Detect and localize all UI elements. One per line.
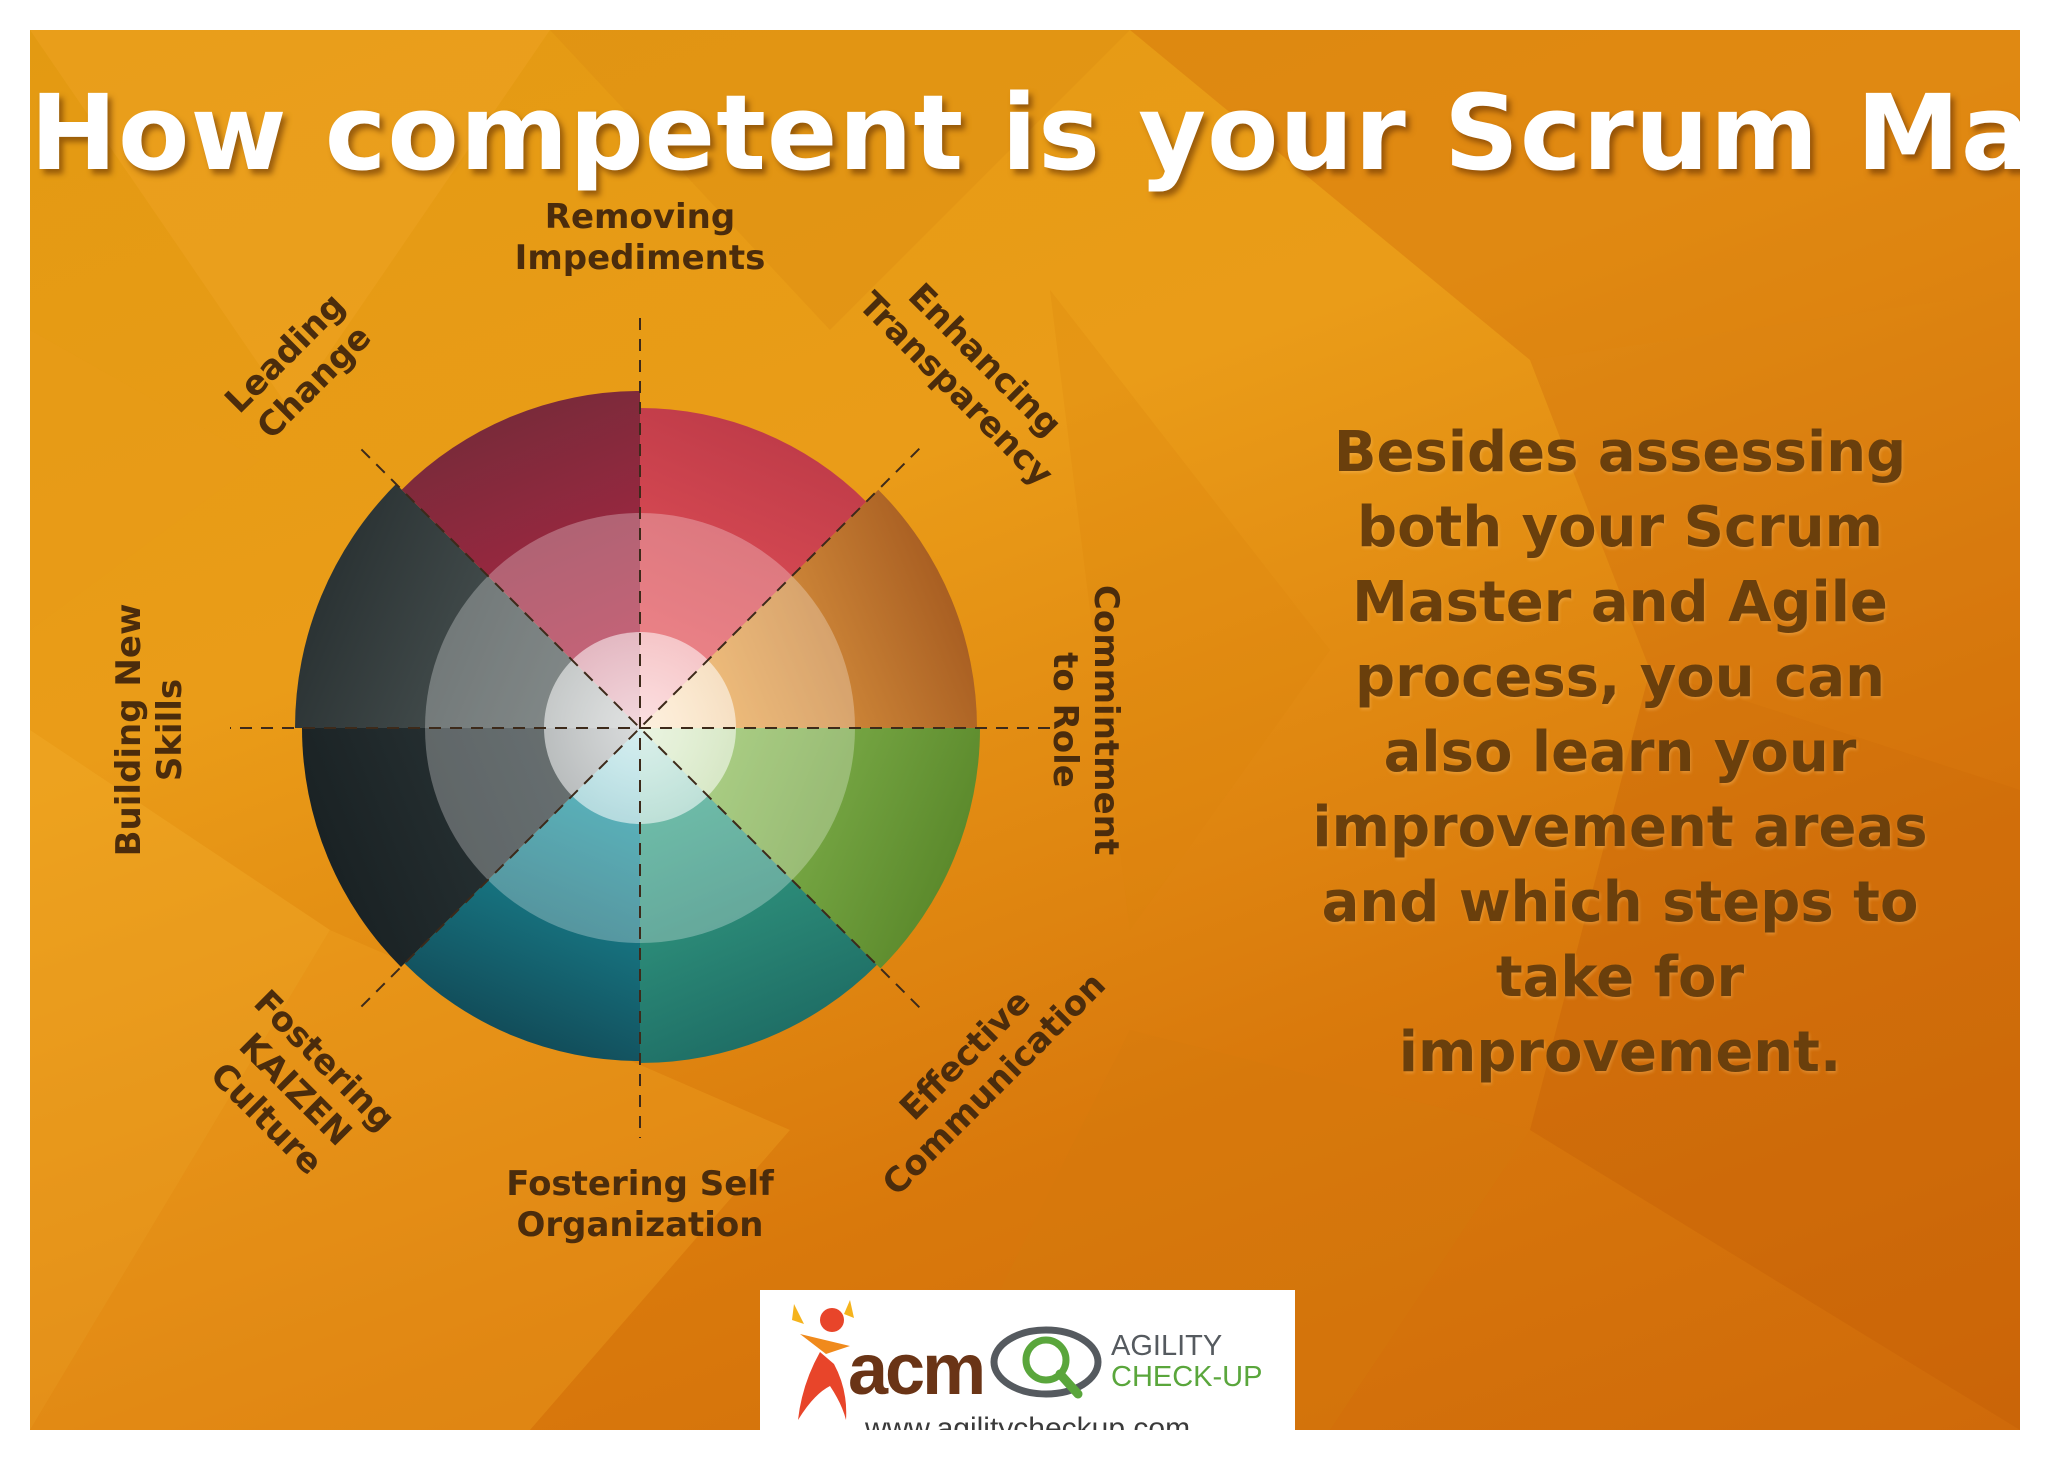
competence-wheel [230, 318, 1050, 1138]
wheel-segment [640, 489, 977, 728]
wheel-segment [640, 728, 877, 1063]
logo-box: acm AGILITY CHECK-UP www.agilitycheckup.… [760, 1290, 1295, 1430]
wheel-axis-line [359, 447, 921, 1009]
wheel-segment [640, 728, 980, 969]
wheel-segment [401, 391, 640, 728]
website-link[interactable]: www.agilitycheckup.com [864, 1412, 1191, 1430]
wheel-segment [404, 728, 640, 1061]
agility-logo-line1: AGILITY [1111, 1330, 1223, 1362]
wheel-segment [302, 728, 640, 968]
agility-eye-icon [990, 1326, 1102, 1399]
acm-figure-icon [792, 1300, 854, 1420]
page-title: How competent is your Scrum Master? [30, 72, 2020, 194]
description-text: Besides assessing both your Scrum Master… [1312, 420, 1928, 1085]
acm-logo: acm [848, 1330, 986, 1410]
wheel-segment [295, 484, 640, 728]
agility-logo-line2: CHECK-UP [1111, 1361, 1263, 1393]
poster: How competent is your Scrum Master? Remo… [30, 30, 2020, 1430]
wheel-segment [640, 408, 867, 728]
wheel-axis-line [359, 447, 921, 1009]
